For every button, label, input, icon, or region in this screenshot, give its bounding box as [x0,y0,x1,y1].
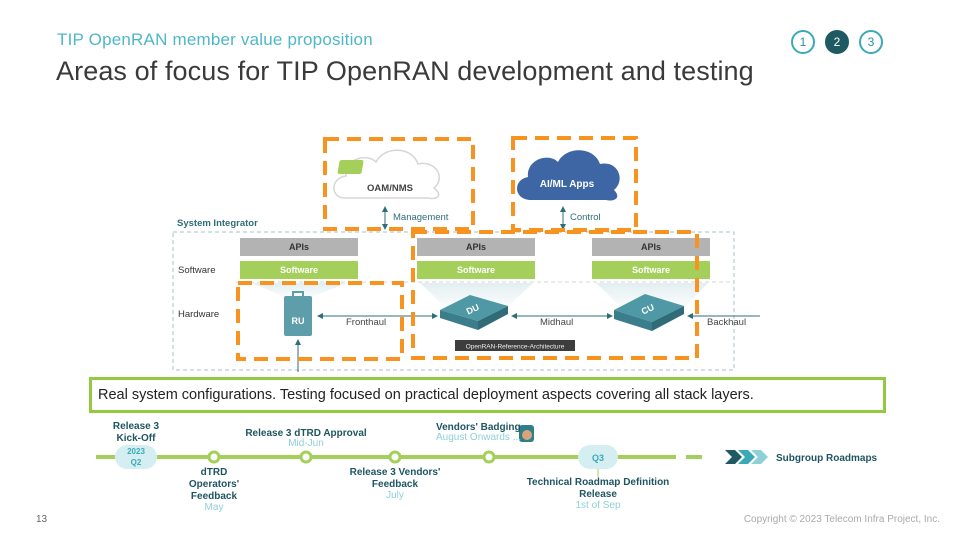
slide-subtitle: TIP OpenRAN member value proposition [57,30,373,49]
oam-nms-cloud: OAM/NMS [333,149,440,200]
ru-device-icon: RU [284,291,312,336]
section-pager: 1 2 3 [791,30,883,54]
milestone-title-midjun: Release 3 dTRD Approval [245,428,367,439]
nms-server-icon [337,160,364,174]
subgroup-roadmaps-label[interactable]: Subgroup Roadmaps [776,453,878,464]
milestone-title-july: Release 3 Vendors' Feedback [349,467,441,490]
management-label: Management [393,212,449,223]
apis-block-ru [240,238,358,256]
start-pill-quarter: Q2 [131,458,142,467]
control-label: Control [570,212,601,223]
software-label-cu: Software [632,265,670,275]
apis-label-du: APIs [466,242,486,252]
apis-label-ru: APIs [289,242,309,252]
q3-date: 1st of Sep [575,500,621,511]
focus-box-du-cu [411,230,699,360]
milestone-date-may: May [204,502,224,513]
cu-label: CU [640,302,656,317]
copyright: Copyright © 2023 Telecom Infra Project, … [743,514,940,525]
hardware-row-label: Hardware [178,309,219,320]
milestone-date-august: August Onwards ... [436,432,522,443]
software-block-du [417,261,535,279]
start-title: Release 3 Kick-Off [112,421,160,444]
system-integrator-frame [172,231,735,371]
pager-item-3[interactable]: 3 [859,30,883,54]
software-label-ru: Software [280,265,318,275]
badge-thumbnail-disc [522,430,532,440]
cu-device-icon: CU [614,294,684,331]
timeline: 2023 Q2 Q3 Subgroup Roadmaps [96,425,878,477]
milestone-dot-july[interactable] [388,450,402,464]
milestone-title-august: Vendors' Badging [436,422,521,433]
summary-box: Real system configurations. Testing focu… [89,377,886,413]
ru-label: RU [292,316,305,326]
summary-text: Real system configurations. Testing focu… [98,387,754,403]
milestone-dot-august[interactable] [482,450,496,464]
pager-item-2[interactable]: 2 [825,30,849,54]
apis-block-cu [592,238,710,256]
architecture-diagram: System Integrator Software Hardware OAM/… [172,136,760,372]
chevrons-icon [725,450,768,464]
software-row-label: Software [178,265,216,276]
focus-box-ru [236,281,404,361]
fronthaul-label: Fronthaul [346,317,386,328]
oam-nms-label: OAM/NMS [367,183,413,194]
backhaul-label: Backhaul [707,317,746,328]
ai-ml-cloud: AI/ML Apps [517,150,620,201]
slide-title: Areas of focus for TIP OpenRAN developme… [56,56,754,86]
milestone-title-may: dTRD Operators' Feedback [188,467,240,502]
focus-box-oam [323,137,475,231]
q3-title: Technical Roadmap Definition Release [526,477,670,500]
du-label: DU [465,302,481,317]
reference-architecture-tooltip [455,340,575,351]
system-integrator-label: System Integrator [177,218,258,229]
software-block-cu [592,261,710,279]
du-device-icon: DU [440,295,508,330]
tooltip-text: OpenRAN-Reference-Architecture [466,344,565,351]
milestone-date-july: July [386,490,404,501]
apis-label-cu: APIs [641,242,661,252]
pager-item-1[interactable]: 1 [791,30,815,54]
start-pill-year: 2023 [127,447,145,456]
q3-pill [578,445,618,469]
software-label-du: Software [457,265,495,275]
software-block-ru [240,261,358,279]
page-number: 13 [36,514,48,525]
milestone-dot-may[interactable] [207,450,221,464]
start-pill [115,445,157,469]
q3-pill-label: Q3 [592,453,604,463]
milestone-dot-midjun[interactable] [299,450,313,464]
apis-block-du [417,238,535,256]
milestone-date-midjun: Mid-Jun [288,438,324,449]
midhaul-label: Midhaul [540,317,573,328]
ai-ml-label: AI/ML Apps [540,179,595,190]
